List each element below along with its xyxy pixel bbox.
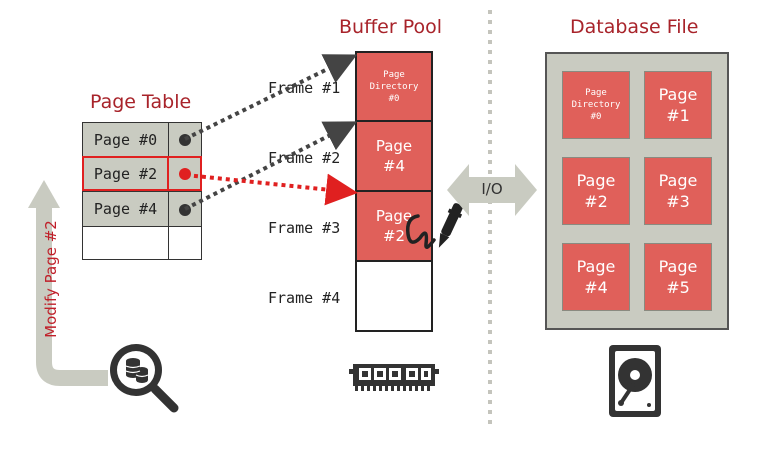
db-page-1: Page #1 <box>644 71 712 139</box>
search-database-icon <box>110 344 179 413</box>
frame-label: Frame #3 <box>268 219 341 237</box>
page-line: Page <box>658 85 698 104</box>
db-page-directory: Page Directory #0 <box>562 71 630 139</box>
page-line: Page <box>576 257 616 276</box>
memory-ram-icon <box>349 364 439 391</box>
page-table-row-label: Page #4 <box>82 191 169 227</box>
page-table-pointer-cell <box>168 122 202 157</box>
database-file-title: Database File <box>570 16 699 38</box>
db-page-2: Page #2 <box>562 157 630 225</box>
frame-label: Frame #2 <box>268 149 341 167</box>
frame-label: Frame #1 <box>268 79 341 97</box>
page-line: Page <box>375 137 413 155</box>
io-label: I/O <box>481 180 503 198</box>
page-table-row-label: Page #0 <box>82 122 169 157</box>
page-line: Directory <box>369 81 419 92</box>
hard-drive-icon <box>609 345 661 417</box>
pointer-arrow-page2 <box>185 173 358 206</box>
page-line: #4 <box>382 157 406 175</box>
page-table-empty-cell <box>82 226 169 260</box>
page-line: #2 <box>584 192 608 211</box>
page-line: #0 <box>388 93 400 104</box>
db-page-4: Page #4 <box>562 243 630 311</box>
page-table-empty-cell <box>168 226 202 260</box>
io-arrow-icon <box>447 164 537 216</box>
page-line: Page <box>576 171 616 190</box>
frame-label: Frame #4 <box>268 289 341 307</box>
db-page-3: Page #3 <box>644 157 712 225</box>
page-line: Page <box>375 207 413 225</box>
page-line: #5 <box>666 278 690 297</box>
page-line: Page <box>658 171 698 190</box>
page-line: Page <box>383 69 405 80</box>
frame-4-empty <box>355 260 433 332</box>
page-line: Page <box>585 88 607 98</box>
pointer-arrow-page4 <box>184 121 358 211</box>
page-line: Directory <box>571 100 621 110</box>
page-line: Page <box>658 257 698 276</box>
scribble-icon <box>405 214 436 249</box>
page-line: #1 <box>666 106 690 125</box>
highlighted-row-border <box>82 156 202 191</box>
page-line: #3 <box>666 192 690 211</box>
buffer-pool-title: Buffer Pool <box>339 16 443 38</box>
pen-icon <box>438 203 463 248</box>
pointer-arrow-page0 <box>184 54 358 141</box>
page-table-title: Page Table <box>90 91 192 113</box>
page-line: #0 <box>590 112 602 122</box>
highlighted-row-divider <box>167 156 169 191</box>
page-line: #4 <box>584 278 608 297</box>
page-line: #2 <box>382 227 406 245</box>
db-page-5: Page #5 <box>644 243 712 311</box>
